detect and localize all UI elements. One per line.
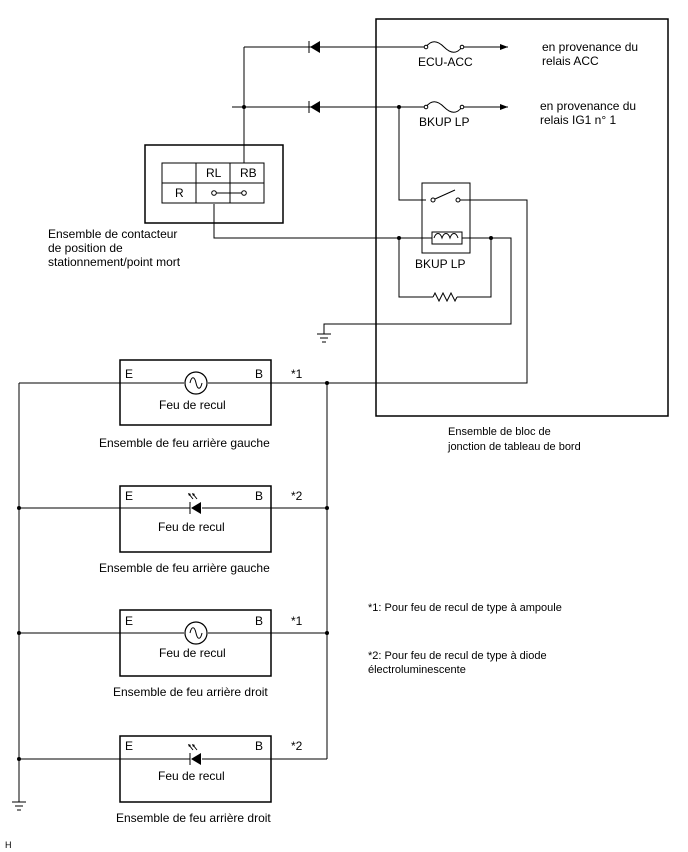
junction-dot xyxy=(325,631,329,635)
lamp-pin-b-4: B xyxy=(255,739,263,753)
lamp-pin-e-3: E xyxy=(125,614,133,628)
lamp-pin-e-4: E xyxy=(125,739,133,753)
lamp-name-2: Feu de recul xyxy=(158,520,225,534)
resistor-icon xyxy=(432,291,458,303)
relay-box xyxy=(421,182,471,254)
arrow-icon xyxy=(500,104,508,110)
lamp-marker-1: *1 xyxy=(291,367,303,381)
lamp-caption-3: Ensemble de feu arrière droit xyxy=(113,685,268,699)
junction-dot xyxy=(325,381,329,385)
junction-block-title-1: Ensemble de bloc de xyxy=(448,426,551,438)
arrow-icon xyxy=(500,44,508,50)
lamp-name-3: Feu de recul xyxy=(159,646,226,660)
coil-ground-wire xyxy=(323,237,512,334)
fuse-icon xyxy=(423,101,465,113)
src-ig1-line1: en provenance du xyxy=(540,99,636,113)
lamp-caption-2: Ensemble de feu arrière gauche xyxy=(99,561,270,575)
lamp-box-4 xyxy=(119,735,272,803)
note-1: *1: Pour feu de recul de type à ampoule xyxy=(368,602,562,614)
lamp-box-1 xyxy=(119,359,272,426)
bkup-relay-feed-wire xyxy=(398,107,426,201)
lamp-marker-2: *2 xyxy=(291,489,303,503)
park-switch-title-2: de position de xyxy=(48,241,123,255)
switch-col-rl: RL xyxy=(206,166,222,180)
lamp-name-4: Feu de recul xyxy=(158,769,225,783)
lamp-name-1: Feu de recul xyxy=(159,398,226,412)
lamp-caption-4: Ensemble de feu arrière droit xyxy=(116,811,271,825)
lamp-marker-4: *2 xyxy=(291,739,303,753)
relay-coil-icon xyxy=(431,231,463,245)
bulb-icon xyxy=(184,371,208,395)
junction-block-box xyxy=(375,18,669,417)
diode-icon xyxy=(308,41,320,53)
note-2-line1: *2: Pour feu de recul de type à diode xyxy=(368,650,547,662)
switch-row-r: R xyxy=(175,186,184,200)
park-switch-title-3: stationnement/point mort xyxy=(48,255,181,269)
ground-icon xyxy=(12,801,26,811)
led-icon xyxy=(188,493,201,514)
src-acc-line1: en provenance du xyxy=(542,40,638,54)
lamp-caption-1: Ensemble de feu arrière gauche xyxy=(99,436,270,450)
lamp-box-2 xyxy=(119,485,272,553)
src-acc-line2: relais ACC xyxy=(542,54,599,68)
fuse-acc-label: ECU-ACC xyxy=(418,55,473,69)
lamp-pin-b-1: B xyxy=(255,367,263,381)
junction-block-title-2: jonction de tableau de bord xyxy=(447,441,581,453)
diode-icon xyxy=(308,101,320,113)
led-icon xyxy=(188,744,201,765)
ground-icon xyxy=(317,333,331,343)
relay-output-wire xyxy=(327,199,528,384)
lamp-pin-e-2: E xyxy=(125,489,133,503)
lamp-box-3 xyxy=(119,609,272,677)
junction-dot xyxy=(17,631,21,635)
switch-contact-icon xyxy=(211,190,247,196)
lamp-pin-b-2: B xyxy=(255,489,263,503)
coil-input-wire xyxy=(213,204,432,239)
src-ig1-line2: relais IG1 n° 1 xyxy=(540,113,616,127)
relay-label: BKUP LP xyxy=(415,257,465,271)
switch-col-rb: RB xyxy=(240,166,257,180)
lamp-pin-e-1: E xyxy=(125,367,133,381)
fuse-bkup-label: BKUP LP xyxy=(419,115,469,129)
corner-mark: H xyxy=(5,840,12,850)
junction-dot xyxy=(325,506,329,510)
relay-switch-icon xyxy=(430,189,461,203)
park-switch-title-1: Ensemble de contacteur xyxy=(48,227,177,241)
junction-dot xyxy=(17,506,21,510)
resistor-wire xyxy=(398,238,492,298)
bulb-icon xyxy=(184,621,208,645)
park-switch-box xyxy=(144,144,284,224)
junction-dot xyxy=(17,757,21,761)
fuse-icon xyxy=(423,41,465,53)
lamp-pin-b-3: B xyxy=(255,614,263,628)
note-2-line2: électroluminescente xyxy=(368,664,466,676)
lamp-marker-3: *1 xyxy=(291,614,303,628)
